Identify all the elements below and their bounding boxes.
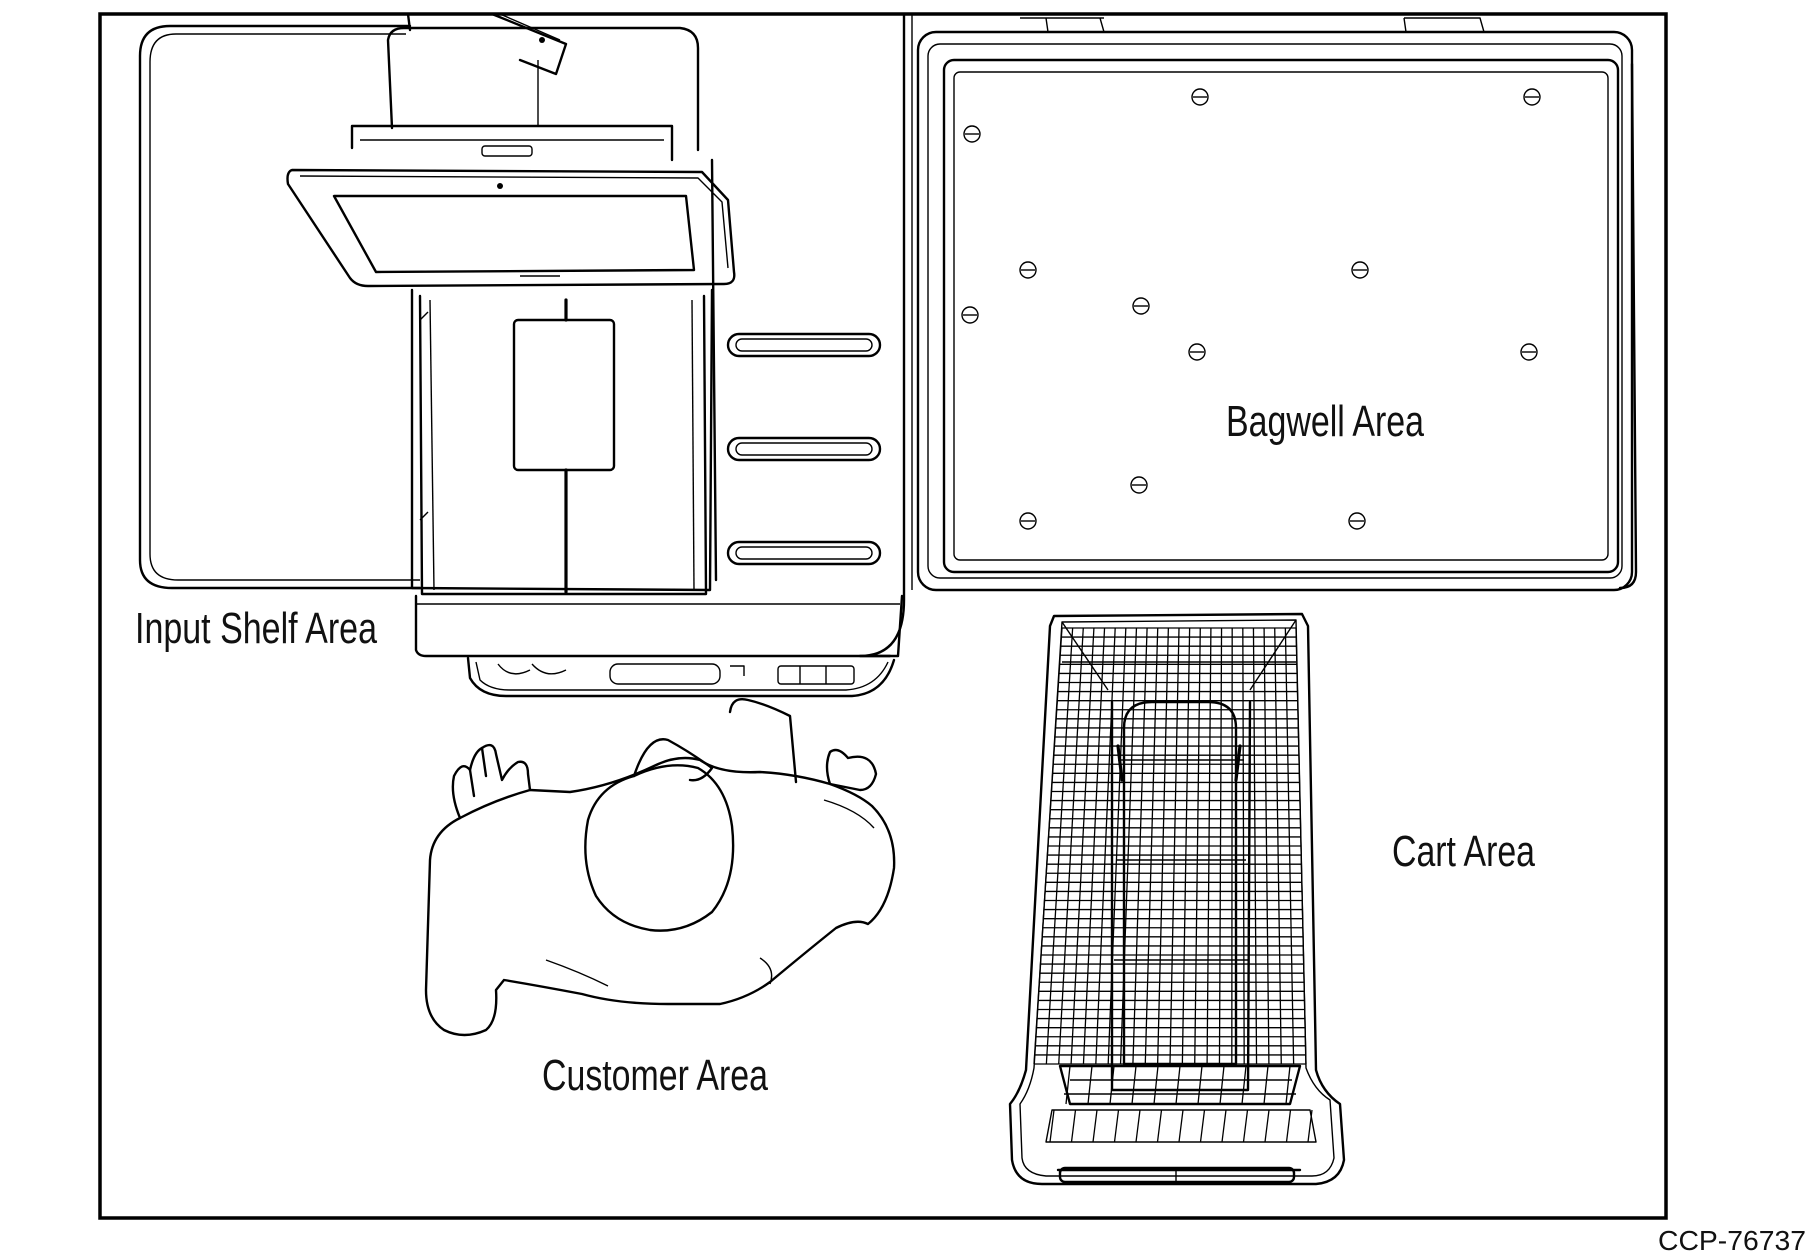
cart-wire	[1070, 1109, 1077, 1143]
cart-wire	[1049, 1109, 1055, 1143]
cart-wire	[1218, 627, 1223, 1065]
cart-wire	[1135, 1109, 1141, 1143]
cart-wire	[1284, 627, 1295, 1065]
cart-wire	[1274, 627, 1282, 1065]
cart-wire	[1252, 627, 1258, 1065]
bagwell-icon	[858, 12, 1638, 658]
cart-wire	[1199, 1109, 1206, 1143]
input-shelf	[138, 24, 422, 590]
cart-wire	[1082, 627, 1106, 1065]
cart-wire	[1087, 1065, 1093, 1105]
cart-wire	[1153, 1065, 1159, 1105]
cart-wire	[1242, 627, 1245, 1065]
cart-wire	[1242, 1109, 1249, 1143]
cart-wire	[1132, 627, 1148, 1065]
kiosk-icon	[286, 12, 904, 698]
bagwell-screws	[961, 88, 1541, 530]
customer-area-label: Customer Area	[542, 1051, 768, 1100]
cart-wire	[1070, 627, 1095, 1065]
cart-area-label: Cart Area	[1392, 827, 1535, 876]
cart-wire	[1241, 1065, 1247, 1105]
cart-wire	[1058, 627, 1084, 1065]
cart-wire	[1181, 627, 1191, 1065]
shopping-cart-icon	[1008, 612, 1346, 1186]
input-shelf-area-label: Input Shelf Area	[135, 604, 377, 653]
cart-wire	[1285, 1109, 1292, 1143]
cart-wire	[1263, 627, 1270, 1065]
cart-wire	[1263, 1065, 1269, 1105]
cart-wire	[1264, 1109, 1270, 1143]
customer-icon	[424, 698, 896, 1037]
cart-wire	[1065, 1065, 1071, 1105]
cart-wire	[1295, 627, 1307, 1065]
cart-wire	[1285, 1065, 1291, 1105]
cart-wire	[1092, 1109, 1098, 1143]
kiosk-slots	[726, 332, 882, 566]
cart-wire	[1221, 1109, 1227, 1143]
cart-wire	[1219, 1065, 1225, 1105]
reference-code: CCP-76737	[1658, 1225, 1806, 1254]
cart-wire	[1033, 627, 1063, 1065]
cart-wire	[1197, 1065, 1203, 1105]
cart-wire	[1178, 1109, 1184, 1143]
cart-wire	[1156, 1109, 1163, 1143]
cart-wire	[1169, 627, 1180, 1065]
cart-wire	[1045, 627, 1074, 1065]
cart-wire	[1194, 627, 1201, 1065]
cart-wire	[1175, 1065, 1181, 1105]
cart-wire	[1131, 1065, 1137, 1105]
bagwell-area-label: Bagwell Area	[1226, 397, 1424, 446]
layout-frame	[98, 12, 1668, 1220]
cart-wire	[1156, 627, 1170, 1065]
cart-wire	[1206, 627, 1212, 1065]
cart-wire	[1144, 627, 1159, 1065]
cart-wire	[1113, 1109, 1120, 1143]
cart-wire	[1095, 627, 1116, 1065]
